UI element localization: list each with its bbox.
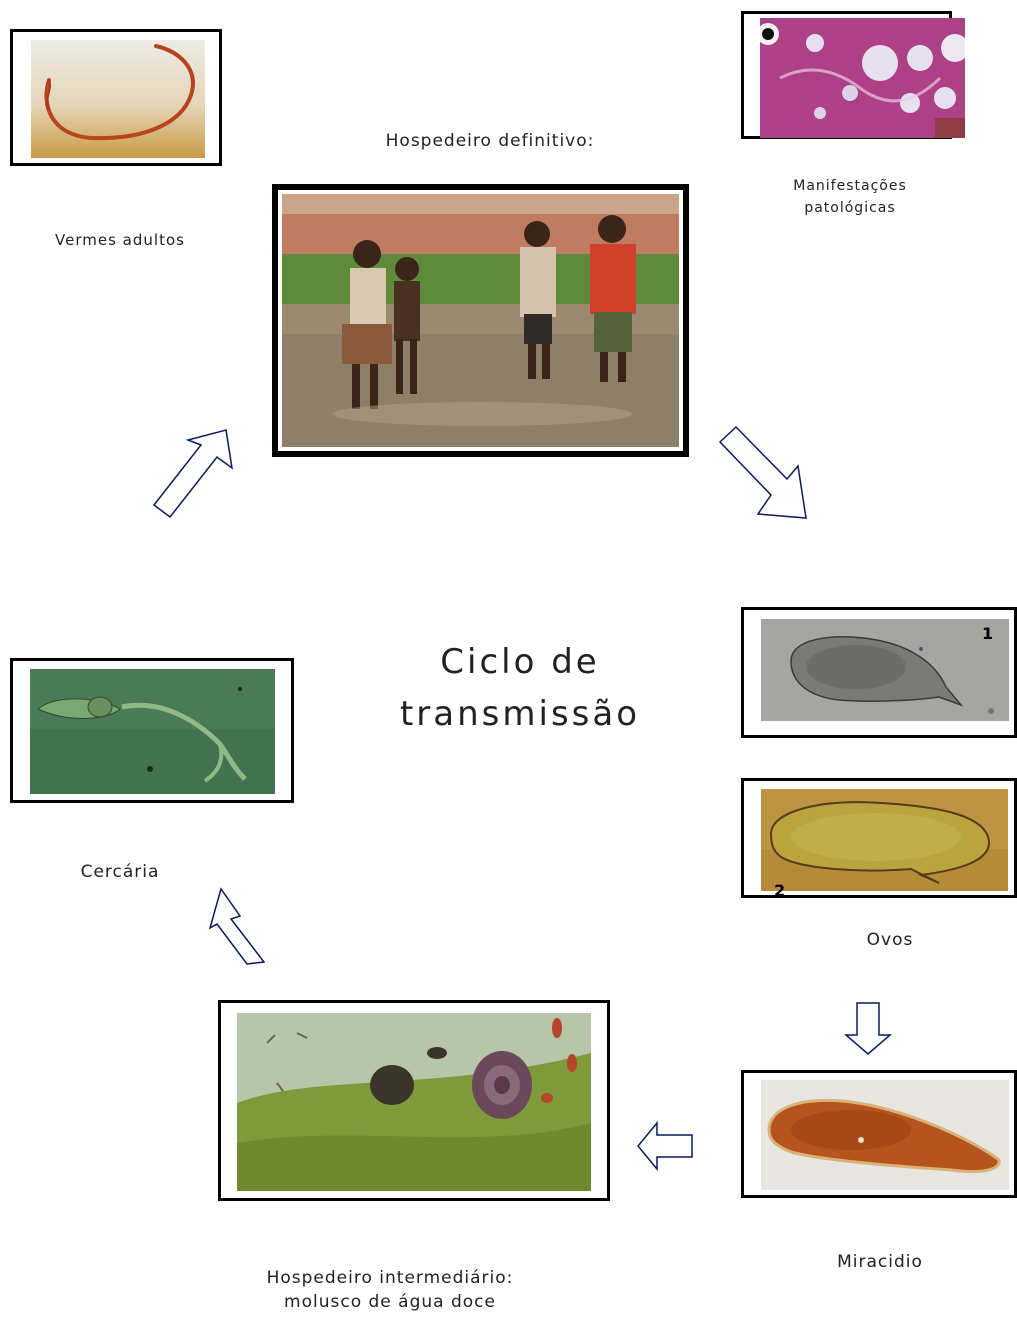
arrow-to-definitive-host-icon xyxy=(150,428,240,520)
arrow-to-miracidium-icon xyxy=(843,1001,893,1056)
pathology-label-line2: patológicas xyxy=(760,200,940,216)
cercaria-label: Cercária xyxy=(50,862,190,882)
pathology-label-line1: Manifestações xyxy=(760,178,940,194)
cycle-title-line1: Ciclo de xyxy=(360,638,680,686)
egg-1-frame: 1 xyxy=(741,607,1017,738)
adult-worms-image xyxy=(31,40,205,158)
pathology-image xyxy=(760,18,965,138)
miracidium-label: Miracidio xyxy=(800,1252,960,1272)
cercaria-frame xyxy=(10,658,294,803)
arrow-to-cercaria-icon xyxy=(197,886,269,966)
cycle-title-line2: transmissão xyxy=(360,690,680,738)
intermediate-host-label-line1: Hospedeiro intermediário: xyxy=(200,1268,580,1288)
arrow-to-intermediate-host-icon xyxy=(635,1120,695,1172)
egg-1-image xyxy=(761,619,1009,721)
eggs-label: Ovos xyxy=(820,930,960,950)
snail-image xyxy=(237,1013,591,1191)
definitive-host-frame xyxy=(272,184,689,457)
egg-1-number: 1 xyxy=(982,624,993,643)
egg-2-number: 2 xyxy=(774,881,785,900)
adult-worms-frame xyxy=(10,29,222,166)
cercaria-image xyxy=(30,669,275,794)
egg-2-image xyxy=(761,789,1008,891)
miracidium-image xyxy=(761,1080,1009,1190)
intermediate-host-label-line2: molusco de água doce xyxy=(200,1292,580,1312)
pathology-frame xyxy=(741,11,952,139)
intermediate-host-frame xyxy=(218,1000,610,1201)
adult-worms-label: Vermes adultos xyxy=(20,231,220,249)
definitive-host-label: Hospedeiro definitivo: xyxy=(330,131,650,151)
miracidium-frame xyxy=(741,1070,1017,1198)
egg-2-frame: 2 xyxy=(741,778,1017,898)
arrow-to-eggs-icon xyxy=(718,424,813,520)
children-in-water-image xyxy=(282,194,679,447)
